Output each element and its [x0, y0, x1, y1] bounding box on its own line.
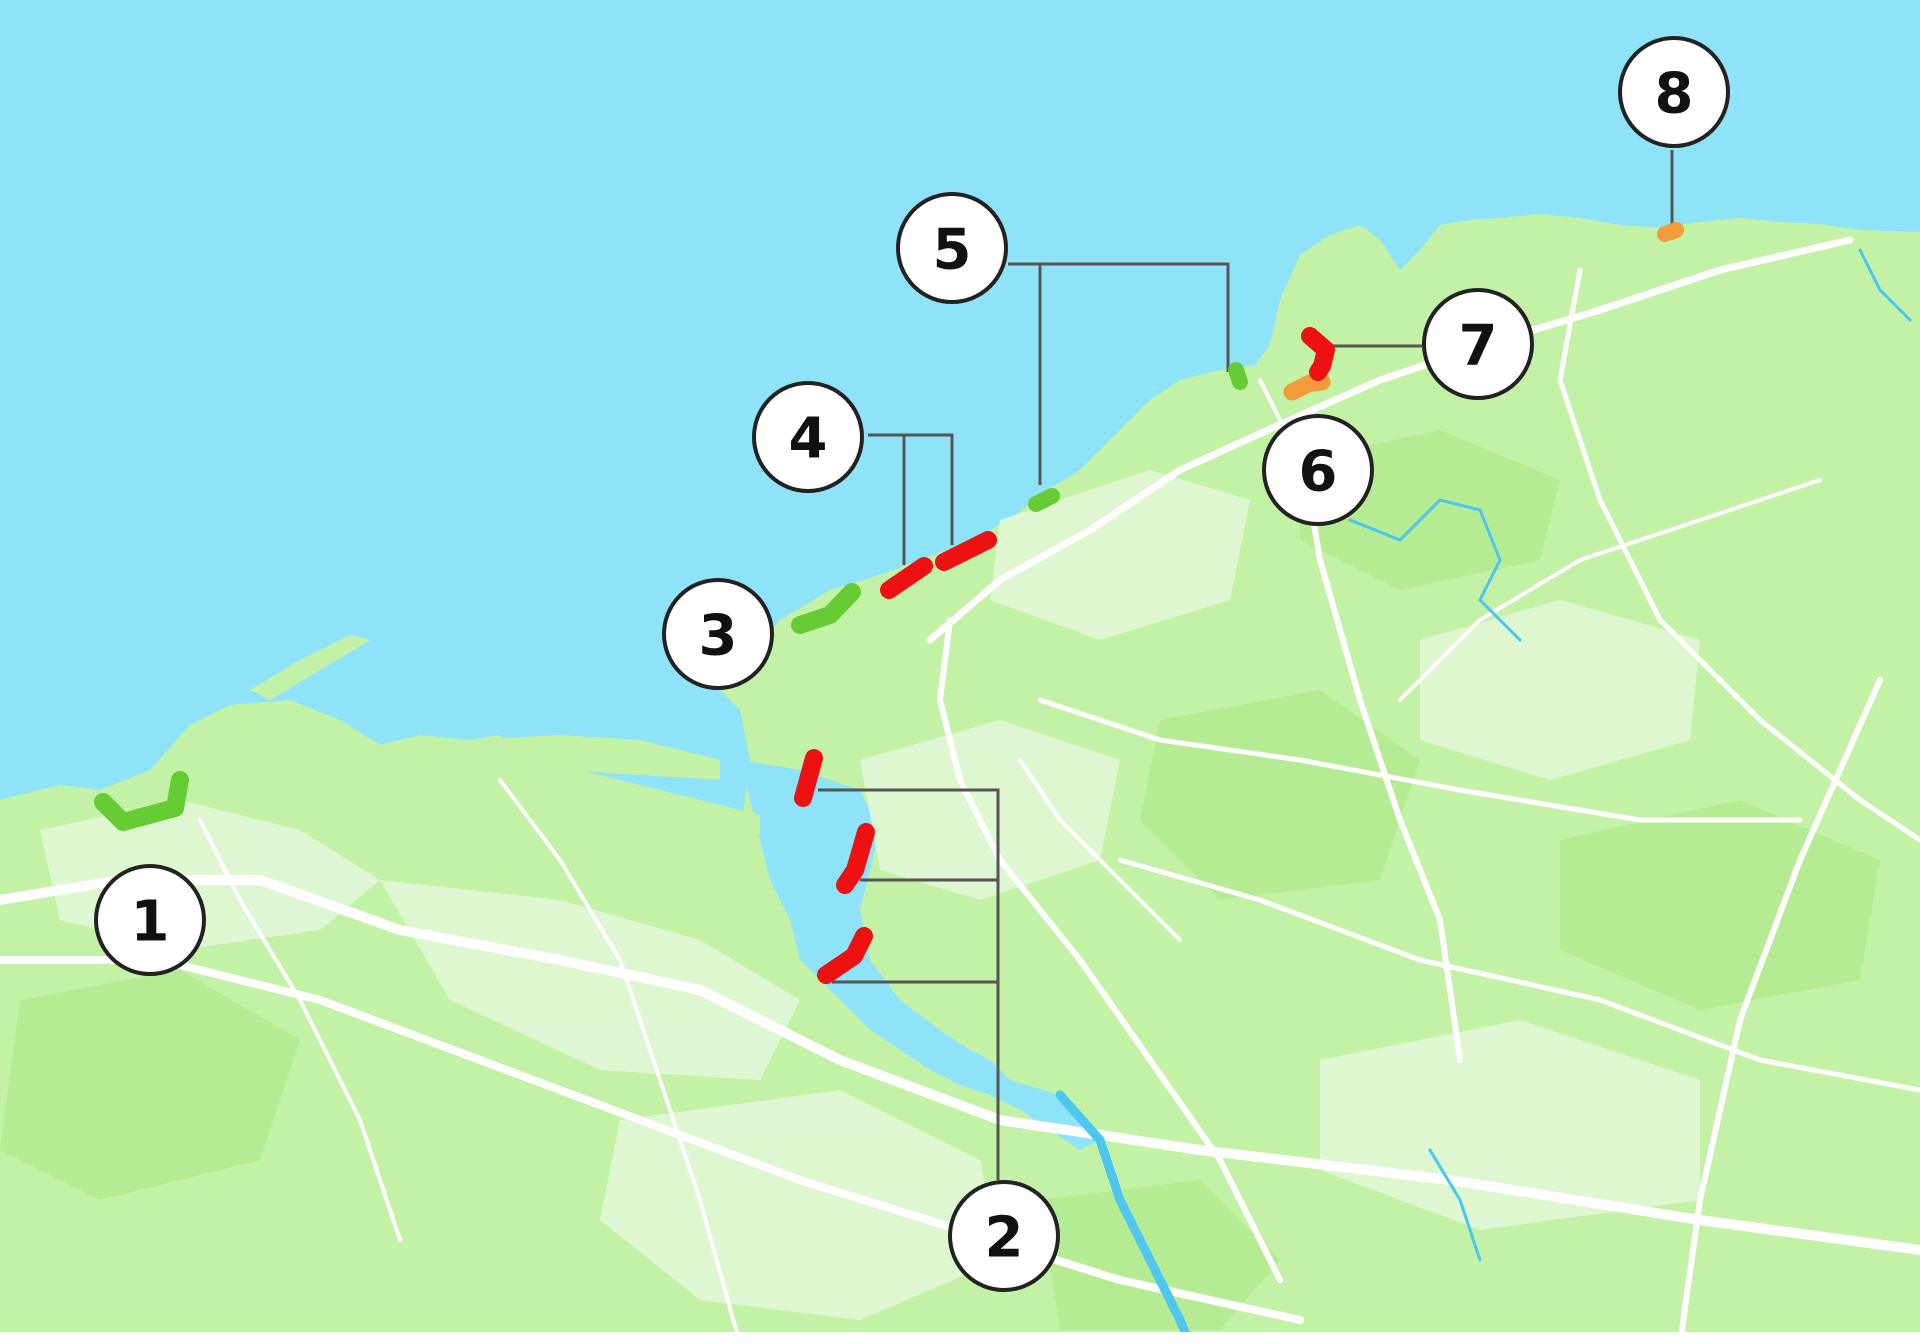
segment-1 — [94, 771, 189, 831]
rivers — [1055, 248, 1912, 1344]
road-network — [0, 236, 1920, 1344]
marker-6-label: 6 — [1299, 440, 1338, 505]
segment-7 — [1301, 327, 1335, 381]
harbour-water — [740, 760, 1100, 1150]
marker-1-label: 1 — [131, 890, 170, 955]
leader-line-5 — [1008, 262, 1230, 485]
port-piers — [250, 635, 760, 890]
segment-6 — [1283, 373, 1331, 401]
marker-2[interactable]: 2 — [948, 1180, 1060, 1292]
coastal-segments — [94, 222, 1684, 984]
marker-1[interactable]: 1 — [94, 864, 206, 976]
marker-8[interactable]: 8 — [1618, 36, 1730, 148]
marker-8-label: 8 — [1655, 62, 1694, 127]
segment-2c — [817, 927, 873, 984]
marker-3-label: 3 — [699, 604, 738, 669]
marker-5-label: 5 — [933, 218, 972, 283]
segment-2a — [794, 749, 823, 807]
marker-2-label: 2 — [985, 1206, 1024, 1271]
marker-4-label: 4 — [789, 407, 828, 472]
segment-5a — [1028, 488, 1060, 512]
marker-7-label: 7 — [1459, 314, 1498, 379]
leader-line-4 — [868, 433, 954, 565]
callout-lines — [818, 150, 1674, 1180]
segment-5b — [1228, 362, 1248, 390]
marker-5[interactable]: 5 — [896, 192, 1008, 304]
segment-2b — [836, 823, 875, 894]
segment-3 — [791, 583, 861, 634]
marker-4[interactable]: 4 — [752, 381, 864, 493]
segment-4a — [880, 557, 933, 599]
markers: 1 2 3 4 5 6 7 8 — [94, 36, 1730, 1292]
leader-line-2 — [818, 788, 1000, 1180]
segment-4b — [935, 531, 997, 571]
marker-6[interactable]: 6 — [1262, 414, 1374, 526]
bottom-margin — [0, 1332, 1920, 1344]
marker-7[interactable]: 7 — [1422, 288, 1534, 400]
segment-8 — [1657, 222, 1684, 242]
marker-3[interactable]: 3 — [662, 578, 774, 690]
